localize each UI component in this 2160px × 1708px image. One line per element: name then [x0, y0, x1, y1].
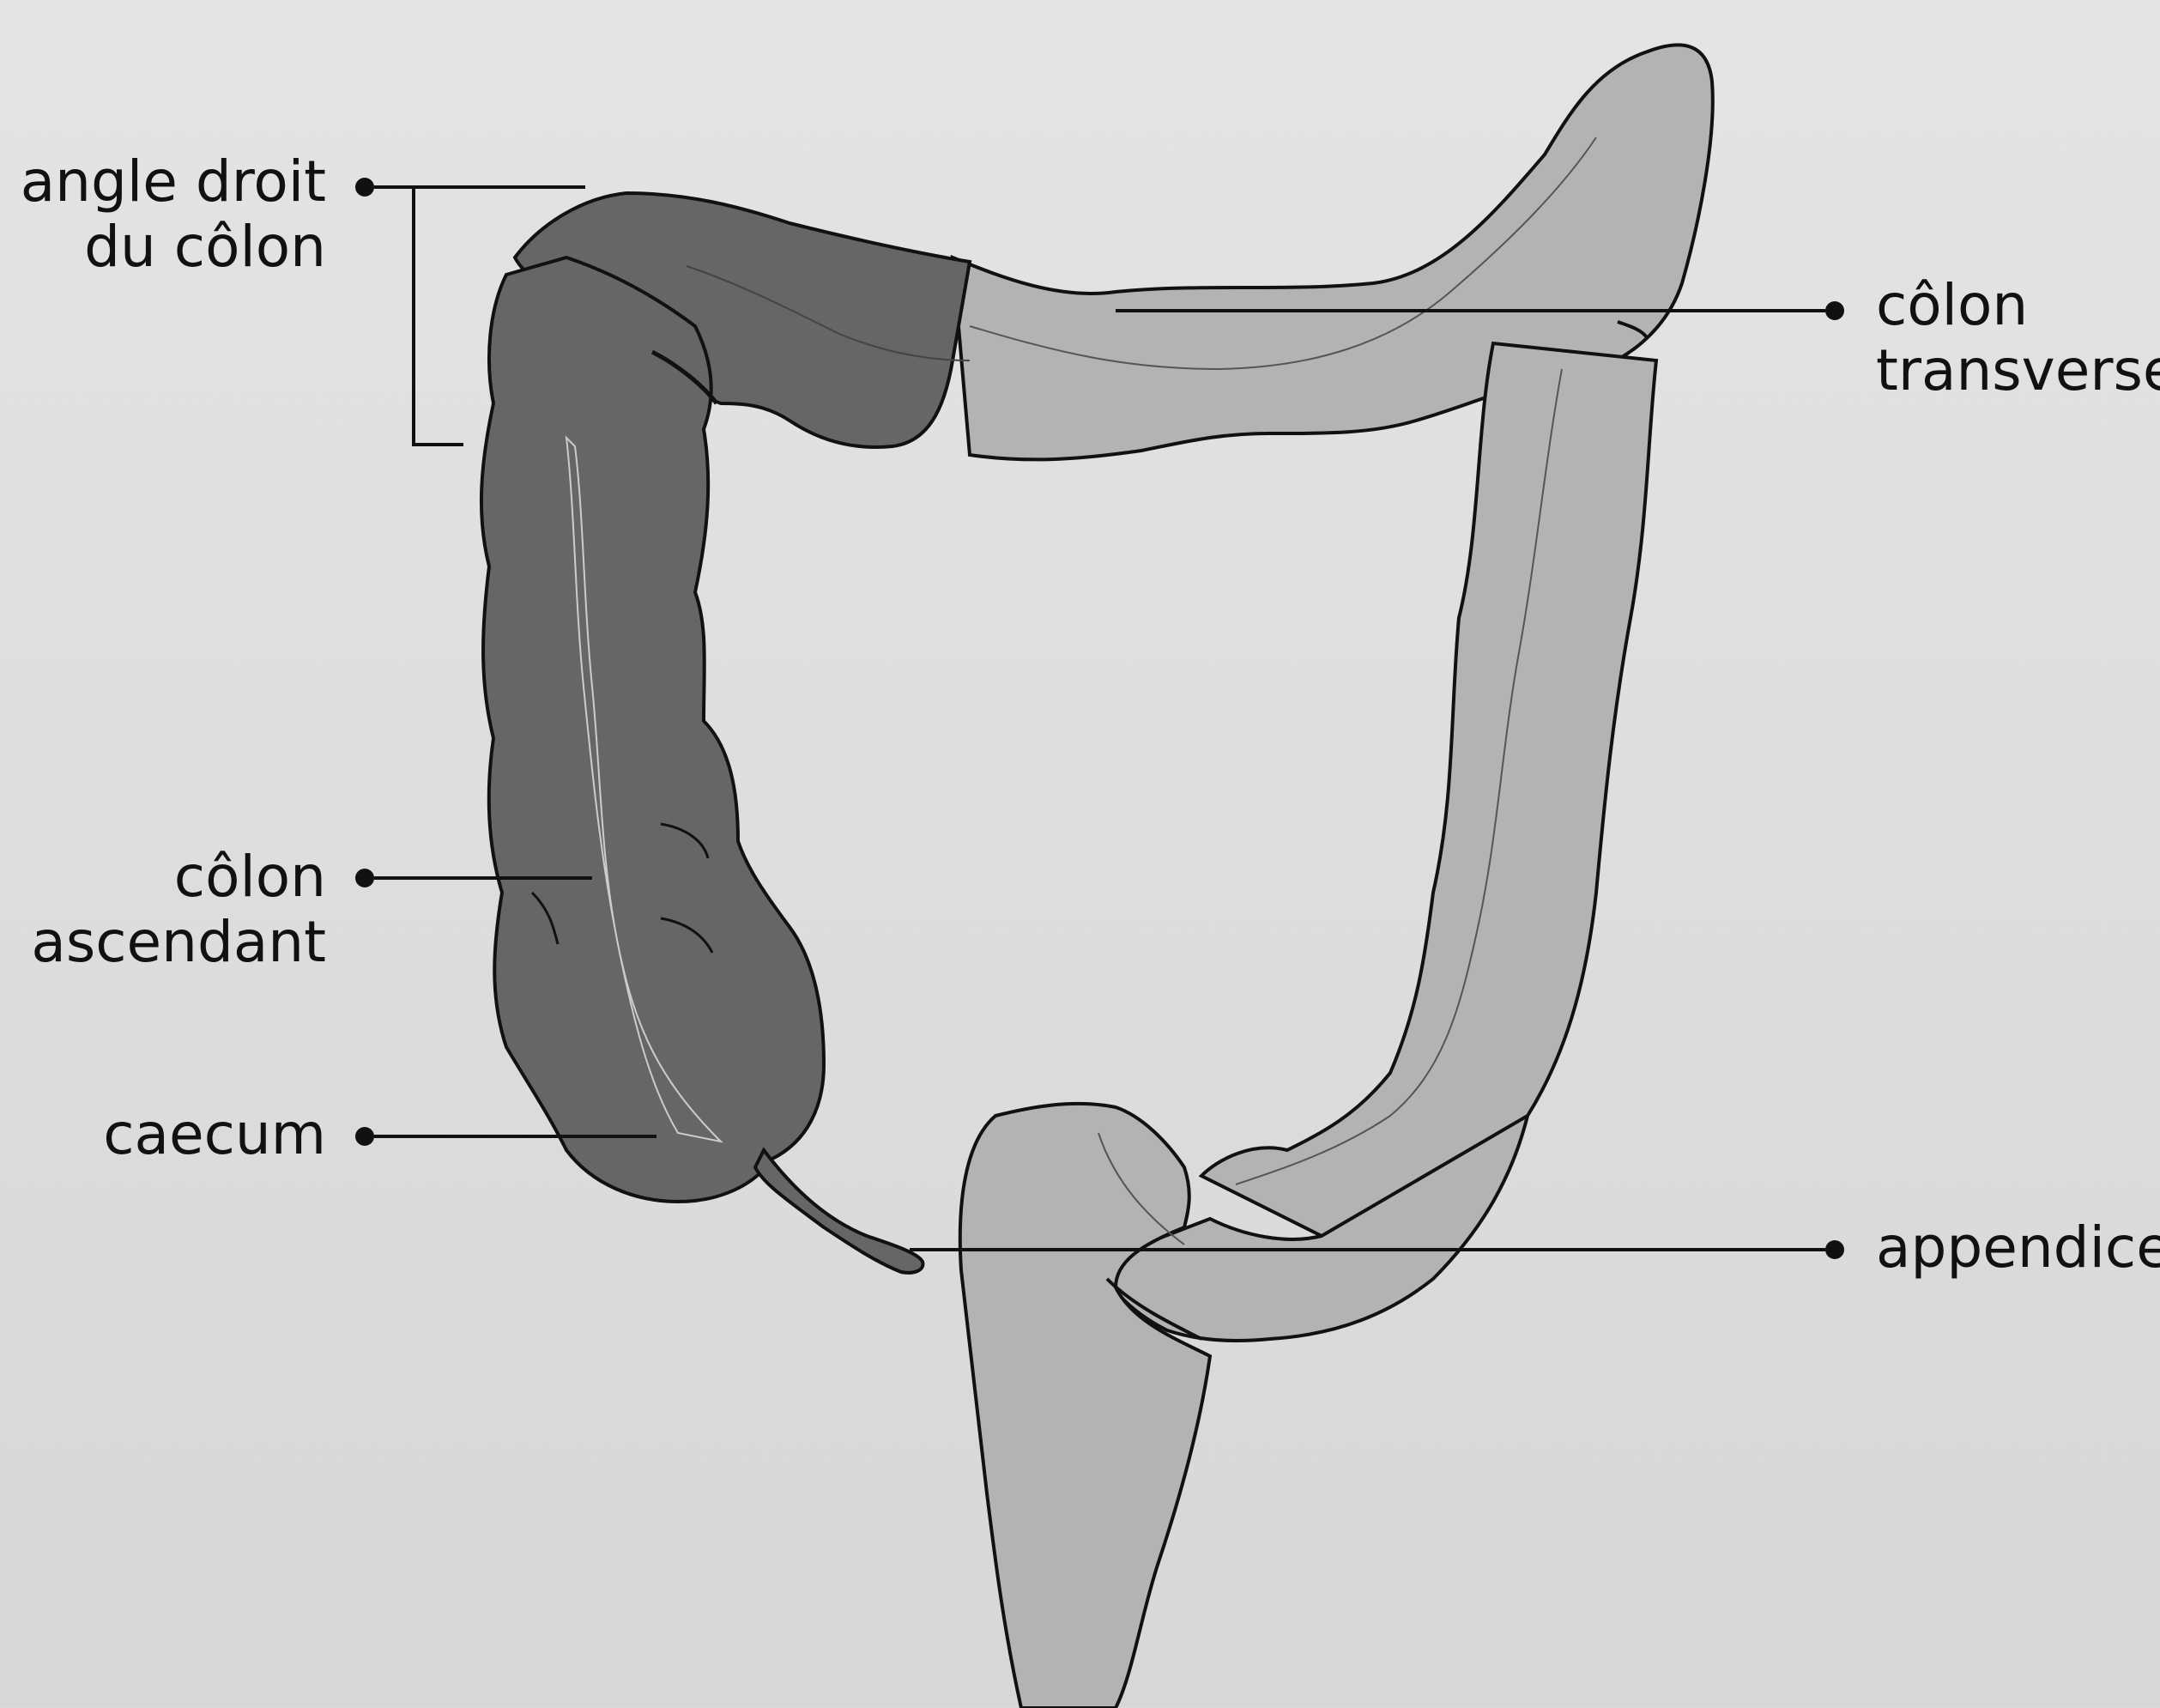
label-appendice: appendice	[1876, 1215, 2160, 1281]
appendix-shape	[755, 1150, 923, 1273]
label-appendice-text: appendice	[1876, 1215, 2160, 1281]
label-colon-transverse-line1: côlon	[1876, 273, 2160, 338]
light-colon-segments	[953, 45, 1713, 1708]
label-colon-ascendant-line1: côlon	[31, 845, 326, 910]
colon-ascendant-dot	[355, 869, 374, 887]
highlighted-colon-segments	[481, 193, 970, 1273]
appendice-dot	[1825, 1240, 1844, 1259]
descending-colon-shape	[1201, 343, 1656, 1236]
label-colon-transverse: côlon transverse	[1876, 273, 2160, 403]
angle-droit-dot	[355, 178, 374, 197]
label-caecum: caecum	[103, 1102, 326, 1167]
label-colon-ascendant-line2: ascendant	[31, 910, 326, 975]
rectum-shape	[960, 1104, 1210, 1708]
caecum-dot	[355, 1127, 374, 1146]
label-colon-ascendant: côlon ascendant	[31, 845, 326, 975]
label-angle-droit-line2: du côlon	[21, 215, 326, 280]
label-caecum-text: caecum	[103, 1102, 326, 1167]
label-angle-droit-line1: angle droit	[21, 149, 326, 215]
colon-transverse-dot	[1825, 301, 1844, 320]
label-colon-transverse-line2: transverse	[1876, 338, 2160, 403]
label-angle-droit-du-colon: angle droit du côlon	[21, 149, 326, 280]
